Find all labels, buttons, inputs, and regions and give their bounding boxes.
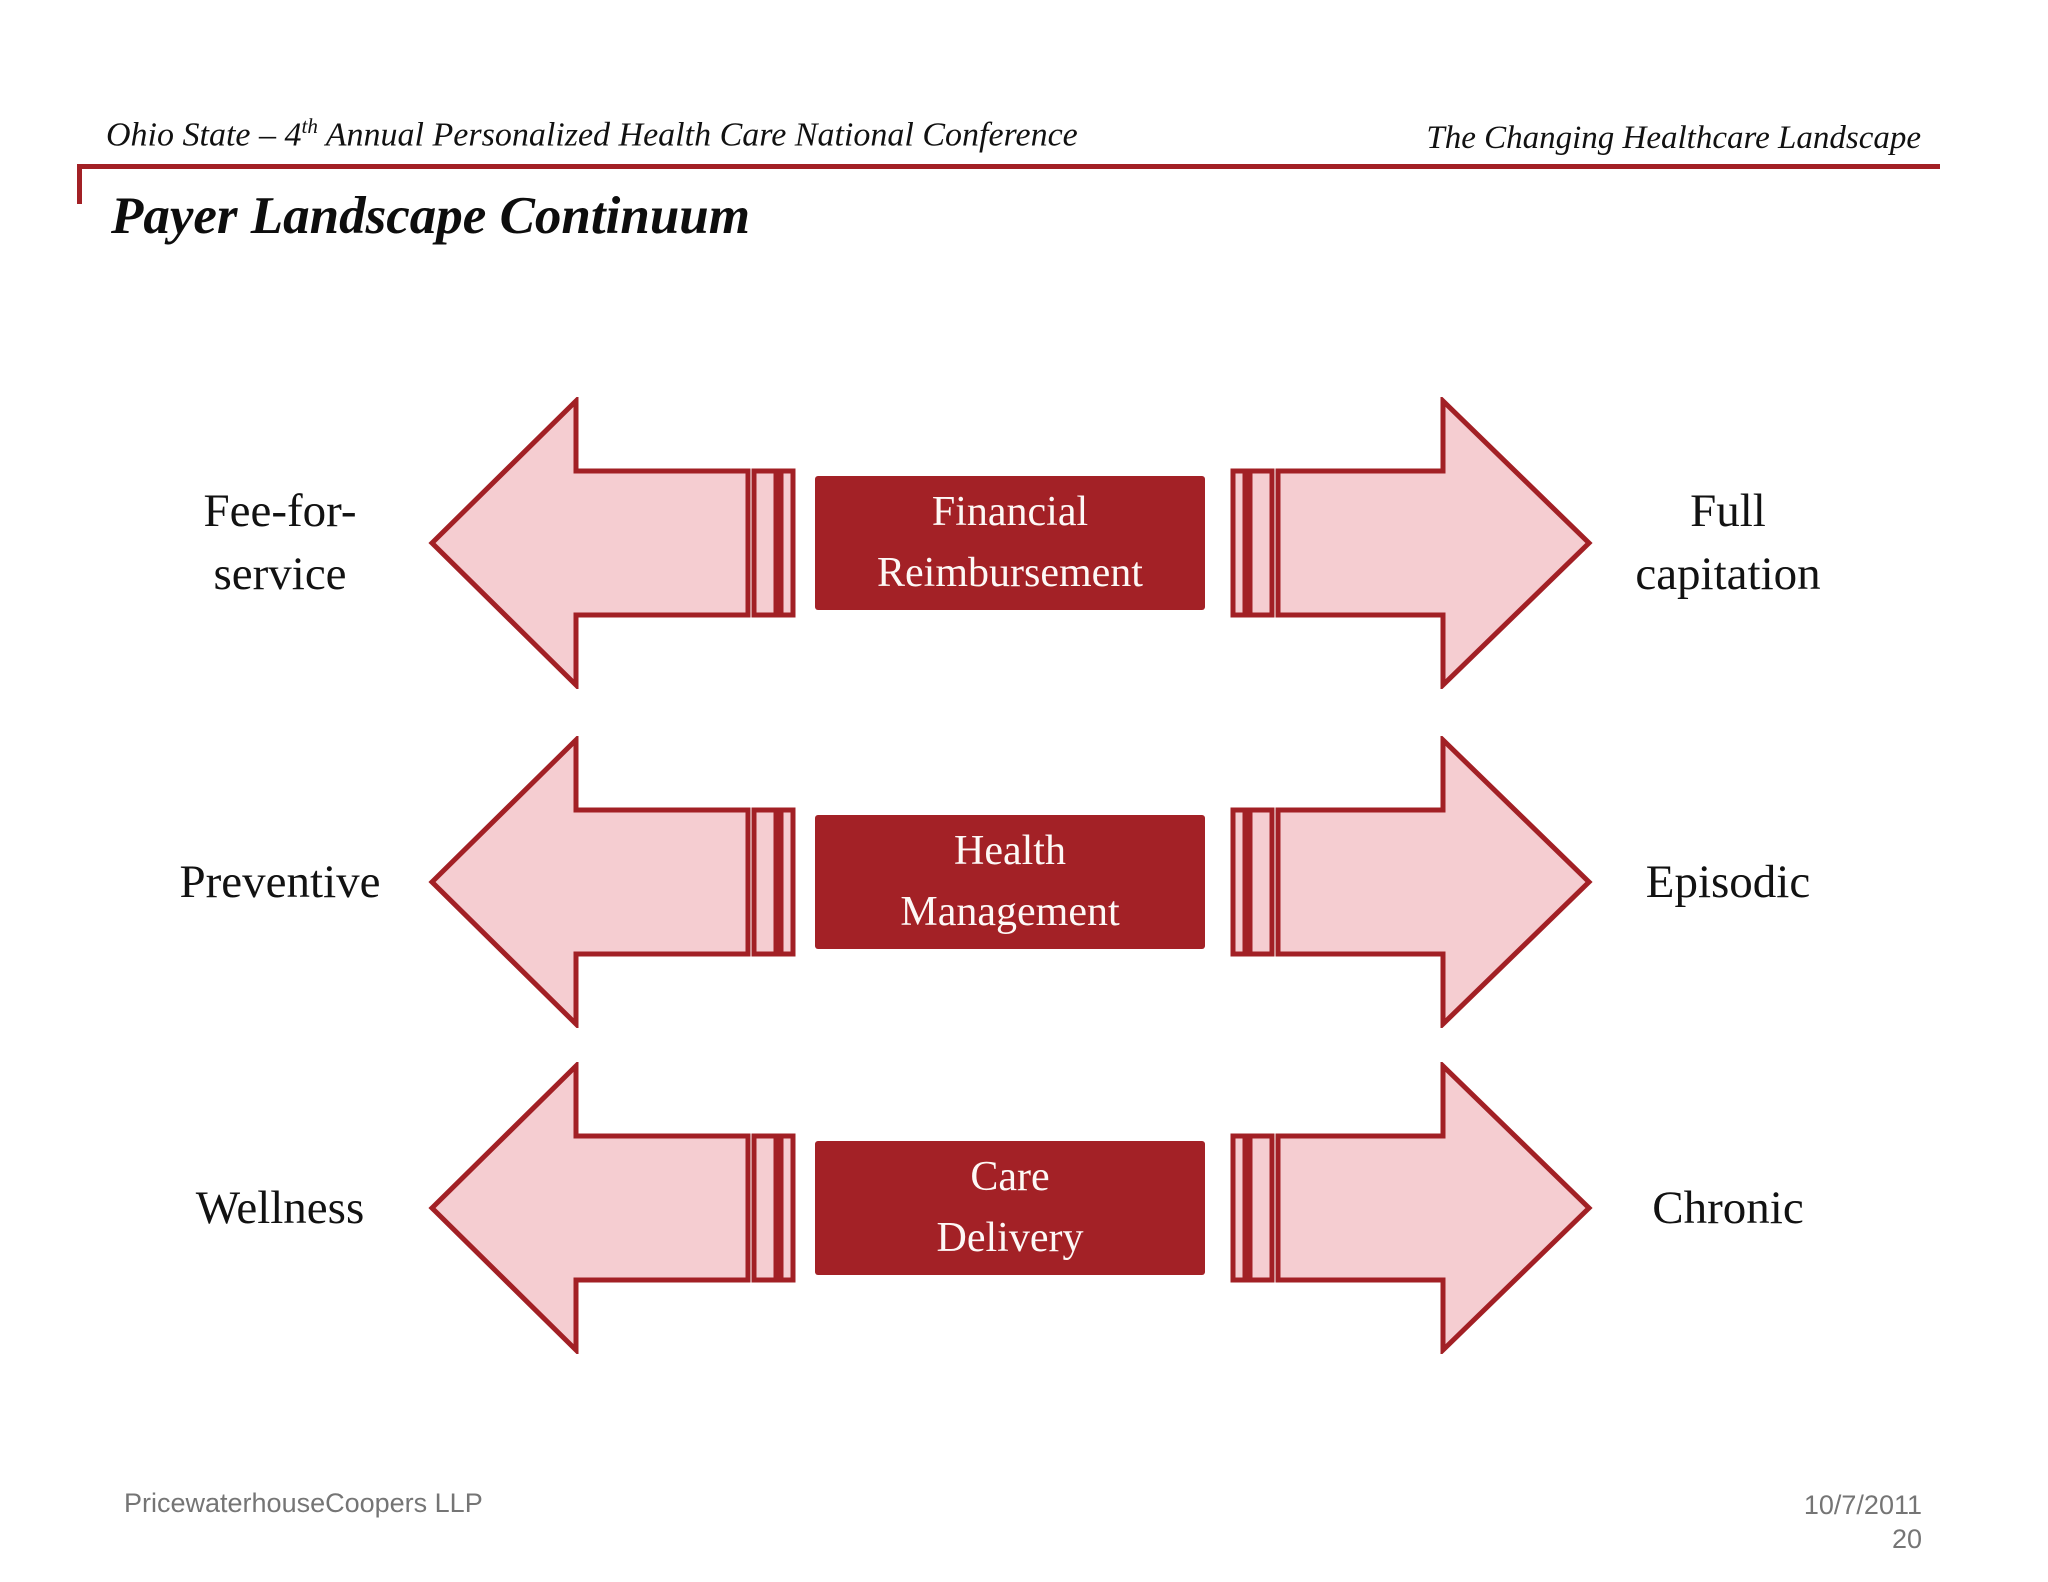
page-title: Payer Landscape Continuum bbox=[111, 187, 751, 245]
right-arrow-icon bbox=[1230, 736, 1593, 1028]
continuum-center-box: Financial Reimbursement bbox=[815, 476, 1205, 610]
footer-company: PricewaterhouseCoopers LLP bbox=[124, 1488, 483, 1518]
footer-date: 10/7/2011 bbox=[1803, 1490, 1922, 1520]
continuum-row-health-management: Preventive Health Management Episodic bbox=[0, 736, 2048, 1028]
left-arrow-icon bbox=[428, 397, 796, 689]
footer-meta: 10/7/2011 20 bbox=[1804, 1488, 1922, 1556]
header-deck-title: The Changing Healthcare Landscape bbox=[1426, 120, 1921, 156]
continuum-center-box: Care Delivery bbox=[815, 1141, 1205, 1275]
row-left-label: Fee-for- service bbox=[203, 485, 357, 600]
header-conference-suffix: Annual Personalized Health Care National… bbox=[317, 116, 1078, 154]
left-arrow-icon bbox=[428, 736, 796, 1028]
continuum-center-box: Health Management bbox=[815, 815, 1205, 949]
right-arrow-icon bbox=[1230, 1062, 1593, 1354]
continuum-row-financial: Fee-for- service Financial Reimbursement… bbox=[0, 397, 2048, 689]
row-left-label: Preventive bbox=[179, 855, 381, 908]
header-rule-corner-tick bbox=[77, 164, 82, 204]
header-conference-prefix: Ohio State – 4 bbox=[106, 116, 302, 154]
left-arrow-icon bbox=[428, 1062, 796, 1354]
row-right-label: Full capitation bbox=[1635, 485, 1821, 600]
row-right-label: Chronic bbox=[1652, 1181, 1804, 1234]
header-conference-title: Ohio State – 4th Annual Personalized Hea… bbox=[106, 114, 1078, 154]
row-right-label: Episodic bbox=[1645, 855, 1811, 908]
footer-page-number: 20 bbox=[1891, 1524, 1922, 1554]
header-conference-ordinal: th bbox=[301, 114, 318, 138]
header-rule bbox=[77, 164, 1940, 169]
continuum-row-care-delivery: Wellness Care Delivery Chronic bbox=[0, 1062, 2048, 1354]
row-left-label: Wellness bbox=[195, 1181, 365, 1234]
right-arrow-icon bbox=[1230, 397, 1593, 689]
